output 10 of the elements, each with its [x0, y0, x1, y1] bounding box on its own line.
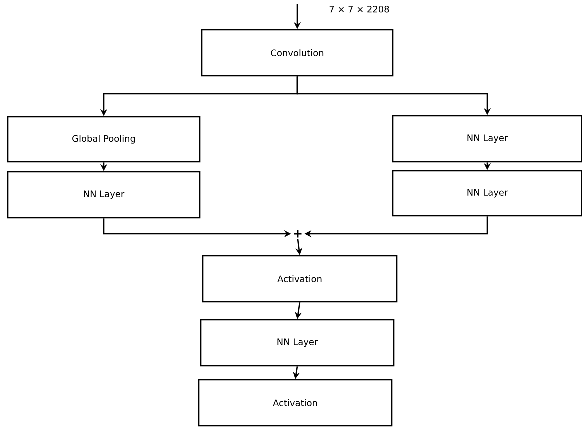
layer-box: NN Layer — [7, 171, 201, 219]
layer-box: Convolution — [201, 29, 394, 77]
edge-label: 7 × 7 × 2208 — [330, 6, 390, 13]
layer-box: Activation — [202, 255, 398, 303]
layer-box: NN Layer — [392, 115, 582, 163]
layer-box: Global Pooling — [7, 116, 201, 163]
plus-sign: + — [294, 230, 302, 238]
layer-box: NN Layer — [392, 170, 582, 217]
layer-box: NN Layer — [200, 319, 395, 367]
layer-box: Activation — [198, 379, 393, 427]
